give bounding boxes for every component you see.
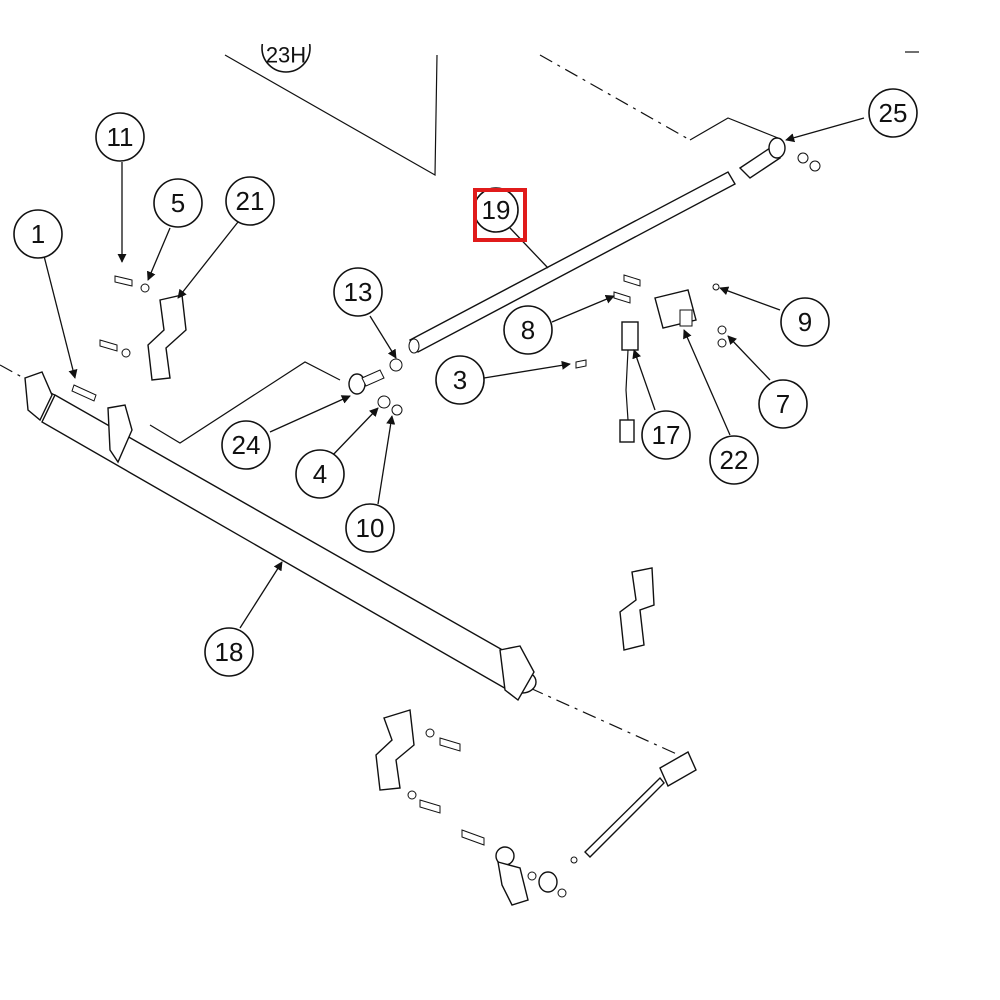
rod-19[interactable] [408, 171, 736, 354]
lower-hardware [375, 709, 697, 906]
callout-10-label: 10 [356, 513, 385, 543]
callout-3-label: 3 [453, 365, 467, 395]
callout-25-label: 25 [879, 98, 908, 128]
callout-11[interactable]: 11 [95, 112, 145, 162]
lower-bracket-loose [619, 567, 655, 651]
callout-9-label: 9 [798, 307, 812, 337]
bolt-1[interactable] [71, 384, 97, 402]
callout-8-label: 8 [521, 315, 535, 345]
callout-5-label: 5 [171, 188, 185, 218]
callout-19-highlight [473, 188, 527, 242]
leader-lines [43, 117, 865, 629]
callout-10[interactable]: 10 [345, 503, 395, 553]
callout-18[interactable]: 18 [204, 627, 254, 677]
callout-19[interactable]: 19 [473, 187, 527, 242]
callout-24-label: 24 [232, 430, 261, 460]
callout-5[interactable]: 5 [153, 178, 203, 228]
callout-8[interactable]: 8 [503, 305, 553, 355]
callout-25[interactable]: 25 [868, 88, 918, 138]
callout-7[interactable]: 7 [758, 379, 808, 429]
callout-13[interactable]: 13 [333, 267, 383, 317]
callout-23h[interactable]: 23H [255, 20, 325, 73]
callout-23h-label: 23H [266, 43, 306, 68]
callout-17[interactable]: 17 [641, 410, 691, 460]
bracket-21[interactable] [99, 275, 187, 381]
callout-13-label: 13 [344, 277, 373, 307]
callout-21-label: 21 [236, 186, 265, 216]
callout-1-label: 1 [31, 219, 45, 249]
pivot-hardware[interactable] [348, 358, 403, 416]
callout-4-label: 4 [313, 459, 327, 489]
callout-9[interactable]: 9 [780, 297, 830, 347]
rod-end-25[interactable] [738, 137, 821, 179]
callout-7-label: 7 [776, 389, 790, 419]
callout-1[interactable]: 1 [13, 209, 63, 259]
frame-lines [0, 51, 925, 761]
callout-4[interactable]: 4 [295, 449, 345, 499]
torsion-bar-18[interactable] [24, 371, 537, 702]
callout-21[interactable]: 21 [225, 176, 275, 226]
callout-22-label: 22 [720, 445, 749, 475]
callout-11-label: 11 [107, 122, 134, 152]
callout-17-label: 17 [652, 420, 681, 450]
callout-24[interactable]: 24 [221, 420, 271, 470]
callout-18-label: 18 [215, 637, 244, 667]
callout-22[interactable]: 22 [709, 435, 759, 485]
switch-assembly[interactable] [575, 274, 727, 443]
callout-3[interactable]: 3 [435, 355, 485, 405]
callout-19-label: 19 [482, 195, 511, 225]
